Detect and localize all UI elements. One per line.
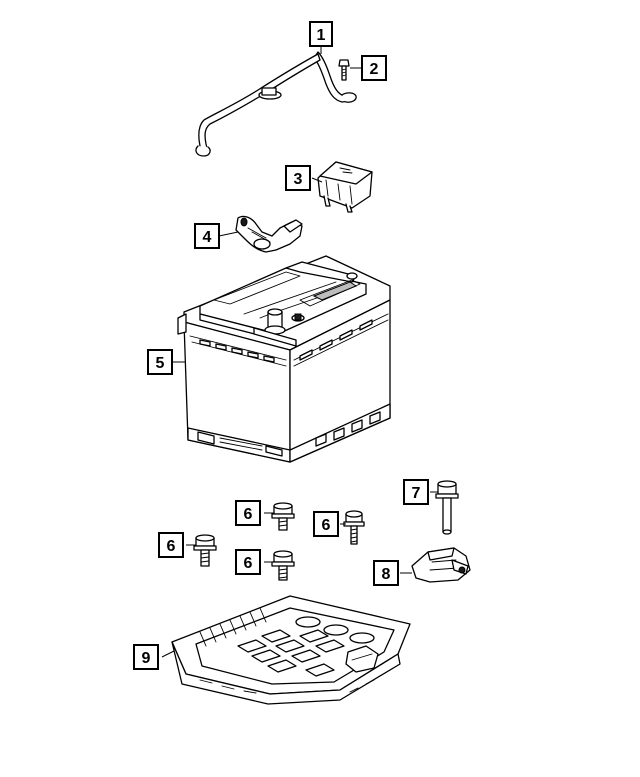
callout-4-label: 4	[203, 229, 212, 246]
callout-6a-label: 6	[244, 506, 253, 523]
part-2-bolt[interactable]	[338, 59, 350, 81]
callout-2-label: 2	[370, 61, 379, 78]
callout-5: 5	[147, 349, 173, 375]
callout-6d-label: 6	[244, 555, 253, 572]
callout-7: 7	[403, 479, 429, 505]
callout-6b: 6	[313, 511, 339, 537]
callout-9-label: 9	[142, 650, 151, 667]
callout-9: 9	[133, 644, 159, 670]
part-4-terminal-clamp[interactable]	[235, 215, 303, 253]
callout-2: 2	[361, 55, 387, 81]
part-5-battery[interactable]	[177, 255, 391, 463]
part-3-terminal-cover[interactable]	[317, 161, 373, 213]
part-6-bolt-b[interactable]	[343, 510, 365, 545]
part-8-bracket[interactable]	[411, 547, 471, 583]
part-6-bolt-a[interactable]	[271, 502, 295, 531]
callout-8-label: 8	[382, 566, 391, 583]
part-6-bolt-c[interactable]	[193, 534, 217, 567]
callout-4: 4	[194, 223, 220, 249]
callout-6b-label: 6	[322, 517, 331, 534]
callout-3-label: 3	[294, 171, 303, 188]
part-6-bolt-d[interactable]	[271, 550, 295, 581]
callout-7-label: 7	[412, 485, 421, 502]
callout-6d: 6	[235, 549, 261, 575]
callout-6a: 6	[235, 500, 261, 526]
callout-1: 1	[309, 21, 333, 47]
callout-8: 8	[373, 560, 399, 586]
callout-6c: 6	[158, 532, 184, 558]
callout-3: 3	[285, 165, 311, 191]
part-9-tray[interactable]	[171, 595, 411, 705]
callout-1-label: 1	[317, 27, 326, 44]
callout-6c-label: 6	[167, 538, 176, 555]
leader-lines	[161, 46, 438, 658]
part-1-cable[interactable]	[195, 51, 357, 157]
part-7-long-bolt[interactable]	[435, 480, 459, 535]
callout-5-label: 5	[156, 355, 165, 372]
